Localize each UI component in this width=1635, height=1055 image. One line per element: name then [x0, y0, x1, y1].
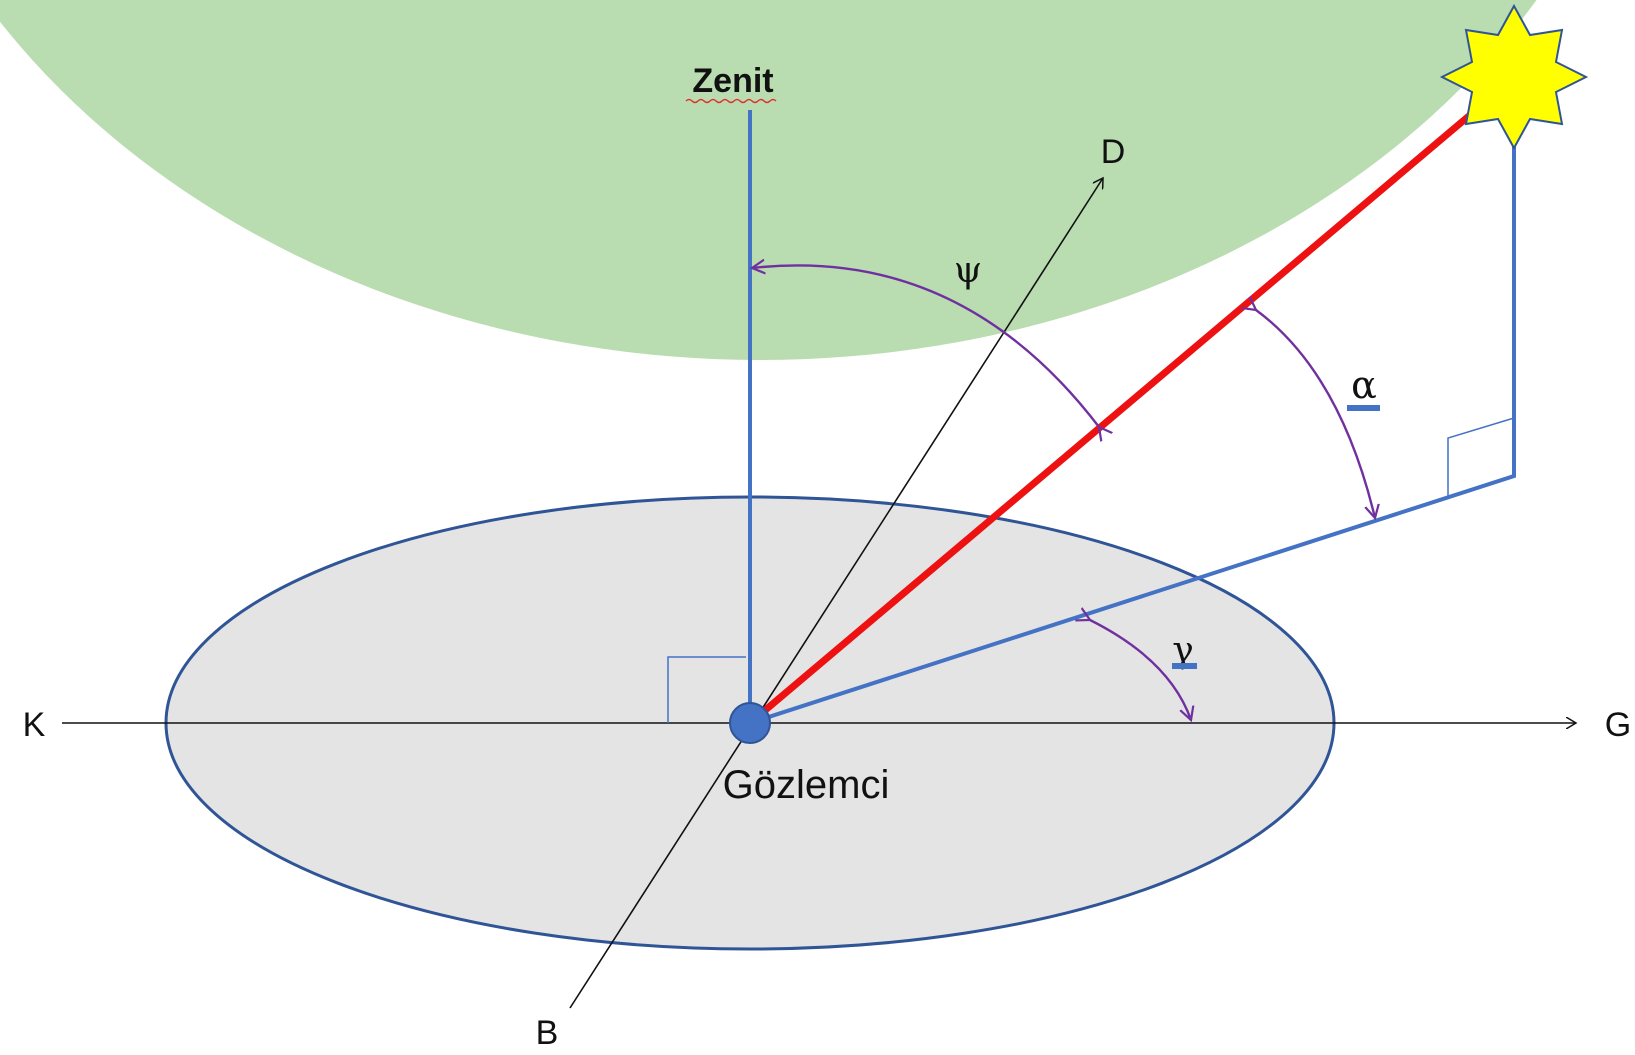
sun-ray [747, 107, 1479, 726]
zenith-angle-arc [752, 265, 1099, 427]
azimuth-angle-arc [1090, 620, 1191, 720]
east-label: G [1605, 706, 1631, 744]
sun-star-icon [1439, 3, 1589, 151]
altitude-angle-label: α [1351, 363, 1377, 407]
altitude-angle-underline [1347, 405, 1380, 411]
sky-dome [0, 0, 1537, 360]
spellcheck-underline [685, 98, 777, 104]
north-label: D [1101, 133, 1126, 171]
right-angle-marker-zenith [667, 656, 746, 723]
observer-dot-icon [729, 702, 771, 744]
observer-label: Gözlemci [723, 763, 890, 807]
azimuth-angle-underline [1172, 663, 1197, 669]
azimuth-angle-label: γ [1172, 630, 1194, 671]
west-label: K [23, 706, 46, 744]
zenith-label: Zenit [692, 62, 773, 100]
south-label: B [536, 1014, 559, 1052]
altitude-angle-arc [1256, 310, 1375, 518]
sun-projection-line [749, 138, 1516, 725]
zenith-angle-label: ψ [954, 250, 982, 291]
right-angle-marker-sun [1447, 417, 1515, 496]
